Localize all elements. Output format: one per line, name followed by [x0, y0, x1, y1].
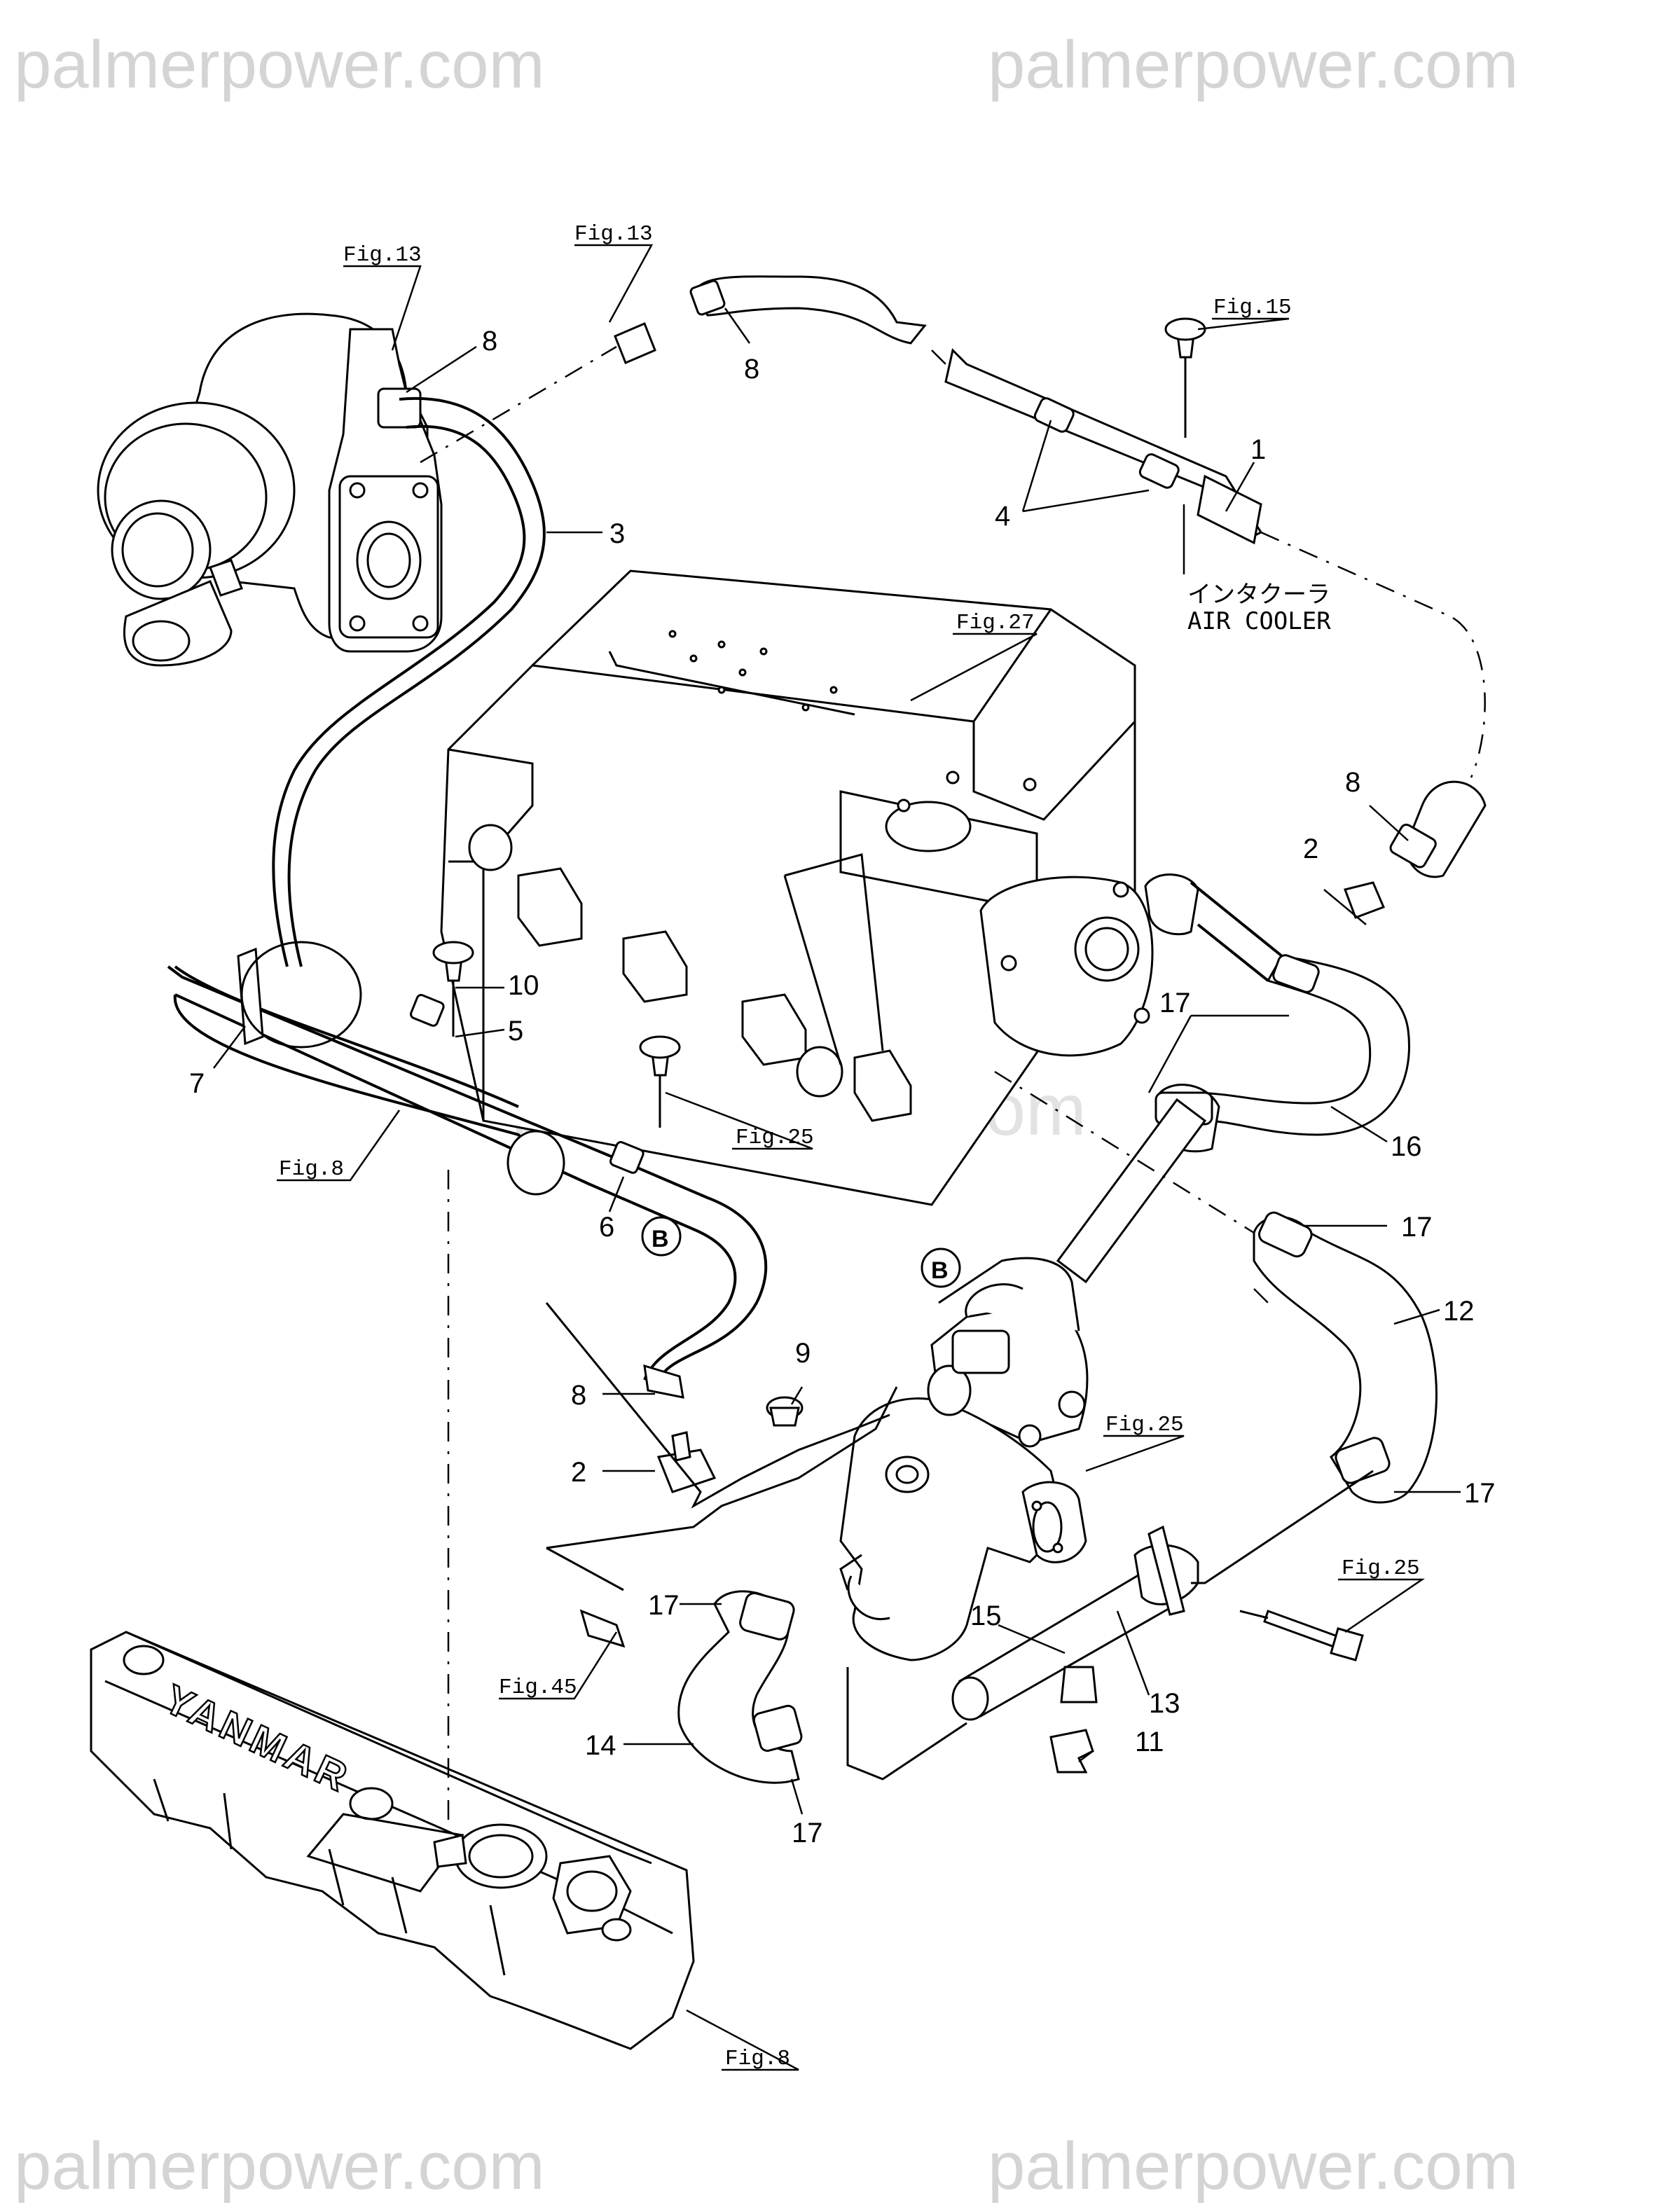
- water-pump: [839, 1098, 1207, 1661]
- fig-ref-bolt-top: Fig.15: [1213, 296, 1292, 320]
- lower-hoses: [677, 1211, 1438, 1784]
- callout-12: 12: [1443, 1296, 1475, 1327]
- air-cooler-label: AIR COOLER: [1187, 607, 1331, 635]
- head-studs: [668, 630, 1037, 813]
- fig-ref-head: Fig.27: [956, 611, 1035, 635]
- callout-8-pipe: 8: [571, 1380, 586, 1411]
- callout-17-left: 17: [648, 1590, 680, 1621]
- small-fittings: [579, 881, 1385, 1648]
- watermark-bottom-left: palmerpower.com: [14, 2129, 545, 2204]
- rocker-cover: YANMAR: [90, 1631, 695, 2050]
- callout-10: 10: [508, 970, 539, 1001]
- callout-4: 4: [995, 501, 1010, 532]
- callout-11: 11: [1135, 1727, 1164, 1757]
- watermark-bottom-right: palmerpower.com: [988, 2129, 1519, 2204]
- marker-b-lower-text: B: [652, 1226, 669, 1252]
- fig-ref-turbo: Fig.13: [343, 243, 422, 268]
- air-pipe-right: [1144, 780, 1487, 1153]
- callout-17-bottom: 17: [792, 1818, 823, 1848]
- fig-ref-cover: Fig.8: [725, 2047, 790, 2071]
- callout-16: 16: [1391, 1131, 1422, 1162]
- callout-6: 6: [599, 1212, 614, 1243]
- callout-8-hose: 8: [744, 354, 759, 385]
- callout-8-turbo: 8: [482, 326, 497, 357]
- bypass-pipe: [167, 941, 768, 1399]
- fig-ref-pump: Fig.25: [1105, 1413, 1184, 1437]
- air-cooler-japanese-label: インタクーラ: [1187, 581, 1330, 609]
- fig-ref-bolt-mid: Fig.25: [736, 1126, 814, 1150]
- callout-9: 9: [795, 1338, 811, 1369]
- air-hose-3: [272, 396, 546, 967]
- callout-17-right-lower: 17: [1464, 1478, 1496, 1509]
- turbocharger: [97, 312, 443, 667]
- callout-15: 15: [970, 1601, 1002, 1631]
- assembly-lines: [420, 345, 1486, 1821]
- marker-b-lower: B: [641, 1216, 682, 1257]
- marker-b-pump: B: [921, 1247, 961, 1288]
- air-hose-1: [614, 275, 1263, 545]
- watermark-top-left: palmerpower.com: [14, 27, 545, 102]
- bolts: [432, 317, 1364, 1661]
- marker-b-pump-text: B: [931, 1257, 949, 1284]
- fig-ref-pipe: Fig.8: [279, 1157, 344, 1182]
- fig-ref-hose-top: Fig.13: [574, 222, 653, 247]
- callout-7: 7: [189, 1068, 205, 1099]
- callout-17-right-upper: 17: [1401, 1212, 1433, 1243]
- callout-8-cooler: 8: [1345, 767, 1360, 798]
- callout-17-top: 17: [1159, 988, 1191, 1018]
- callout-2-upper: 2: [1303, 834, 1318, 864]
- callout-3: 3: [609, 518, 625, 549]
- leader-lines: [213, 244, 1461, 2071]
- fig-ref-bolt-right: Fig.25: [1342, 1556, 1420, 1581]
- callout-13: 13: [1149, 1688, 1180, 1719]
- callout-5: 5: [508, 1016, 523, 1046]
- cylinder-head: [440, 569, 1154, 1206]
- watermark-top-right: palmerpower.com: [988, 27, 1519, 102]
- callout-14: 14: [585, 1730, 616, 1761]
- callout-2-lower: 2: [571, 1457, 586, 1488]
- fig-ref-sensor: Fig.45: [499, 1675, 577, 1700]
- callout-1: 1: [1250, 434, 1266, 465]
